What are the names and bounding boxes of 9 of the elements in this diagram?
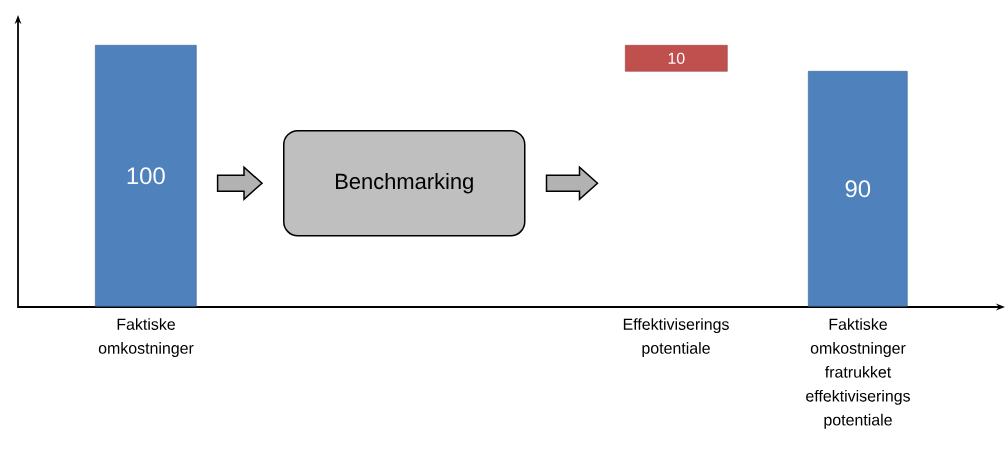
- bar: 90: [808, 71, 908, 307]
- block-arrow: [545, 165, 599, 201]
- bar: 10: [625, 45, 728, 72]
- process-box: Benchmarking: [283, 130, 526, 237]
- bar: 100: [95, 45, 197, 307]
- bar-label: Faktiske omkostninger: [98, 318, 194, 357]
- block-arrow: [216, 165, 264, 201]
- bar-label: Faktiske omkostninger fratrukket effektiviserings potentiale: [806, 318, 910, 429]
- axis-label: Effektiviserings potentiale: [623, 318, 729, 357]
